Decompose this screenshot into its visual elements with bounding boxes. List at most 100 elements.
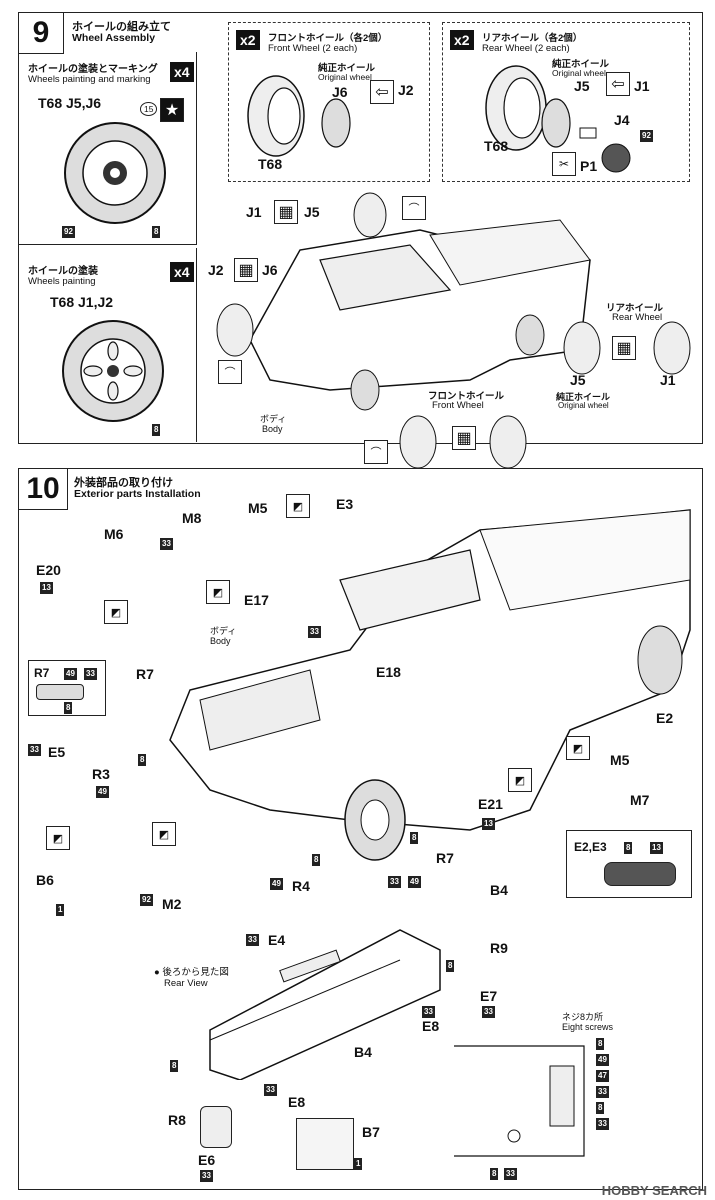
main-front-jp: フロントホイール (428, 391, 505, 402)
main-glue-icon-3: ⌒ (364, 440, 388, 464)
step9-number: 9 (18, 12, 64, 54)
n8-h: 8 (596, 1038, 605, 1050)
n8-f: 8 (446, 960, 455, 972)
n47: 47 (596, 1070, 609, 1082)
lbl-m2: M2 (162, 896, 182, 912)
n8-j: 8 (490, 1168, 499, 1180)
paint-icon-7: ◩ (508, 768, 532, 792)
rear-title-jp: リアホイール（各2個） (482, 33, 583, 44)
box1-title-en: Wheels painting and marking (28, 74, 151, 85)
wheel-painting-box (18, 248, 197, 442)
box2-parts: T68 J1,J2 (50, 294, 114, 310)
main-orig-en: Original wheel (558, 401, 609, 410)
rear-t68: T68 (484, 138, 509, 154)
main-body-en: Body (262, 424, 283, 434)
n33-m: 33 (504, 1168, 517, 1180)
main-check-icon-4: ▦ (452, 426, 476, 450)
lbl-r7b: R7 (136, 666, 154, 682)
step10-title-en: Exterior parts Installation (74, 488, 201, 500)
wheel-painting-illustration (62, 320, 164, 422)
step9-title-jp: ホイールの組み立て (72, 21, 171, 33)
wheel-marking-illustration (64, 122, 166, 224)
front-wheel-illustration (247, 75, 351, 157)
lbl-e6: E6 (198, 1152, 216, 1168)
n49-e: 49 (596, 1054, 609, 1066)
rear-wheel-box (442, 22, 690, 182)
watermark: HOBBY SEARCH (601, 1183, 707, 1198)
n33-a: 33 (160, 538, 173, 550)
n49-a: 49 (64, 668, 77, 680)
n13-a: 13 (40, 582, 53, 594)
lbl-e2e3: E2,E3 (574, 840, 607, 854)
n13-c: 13 (650, 842, 663, 854)
n33-l: 33 (596, 1118, 609, 1130)
box2-title-jp: ホイールの塗装 (28, 266, 98, 277)
lbl-m5: M5 (248, 500, 268, 516)
box1-parts: T68 J5,J6 (38, 95, 102, 111)
paint-icon-1: ◩ (286, 494, 310, 518)
main-check-icon-2: ▦ (234, 258, 258, 282)
n49-d: 49 (408, 876, 421, 888)
rear-view-en: Rear View (164, 978, 208, 989)
lbl-r7c: R7 (436, 850, 454, 866)
rear-qty: x2 (450, 30, 474, 50)
lbl-e4: E4 (268, 932, 286, 948)
lbl-e2: E2 (656, 710, 674, 726)
lbl-m7: M7 (630, 792, 650, 808)
step9-truck-illustration (216, 192, 591, 411)
wheel-marking-box (18, 52, 197, 245)
n49-c: 49 (270, 878, 283, 890)
rear-arrow-icon: ⇦ (606, 72, 630, 96)
screws-en: Eight screws (562, 1022, 614, 1032)
box2-n8: 8 (152, 424, 161, 436)
front-j2: J2 (398, 82, 414, 98)
step10-number: 10 (18, 468, 68, 510)
lbl-r3: R3 (92, 766, 110, 782)
main-glue-icon-2: ⌒ (218, 360, 242, 384)
lbl-m5b: M5 (610, 752, 630, 768)
front-j6: J6 (332, 84, 348, 100)
front-orig-jp: 純正ホイール (318, 63, 376, 74)
lbl-b6: B6 (36, 872, 54, 888)
lbl-e18: E18 (376, 664, 401, 680)
rear-title-en: Rear Wheel (2 each) (482, 43, 570, 54)
rear-j5: J5 (574, 78, 590, 94)
screws-inset-illustration (454, 1045, 585, 1157)
lbl-r4: R4 (292, 878, 310, 894)
screws-jp: ネジ8カ所 (562, 1012, 604, 1022)
star-marking-icon: ★ (160, 98, 184, 122)
lbl-r9: R9 (490, 940, 508, 956)
n8-d: 8 (410, 832, 419, 844)
n33-j: 33 (200, 1170, 213, 1182)
main-rear-jp: リアホイール (606, 303, 664, 314)
main-check-icon-1: ▦ (274, 200, 298, 224)
main-rear-wheels (563, 321, 691, 375)
paint-icon-3: ◩ (206, 580, 230, 604)
main-j5b: J5 (570, 372, 586, 388)
front-wheel-box (228, 22, 430, 182)
rear-view-jp: ● 後ろから見た図 (154, 967, 229, 978)
box1-n15: 15 (140, 102, 158, 116)
lbl-e21: E21 (478, 796, 503, 812)
n1-b: 1 (354, 1158, 363, 1170)
main-j5: J5 (304, 204, 320, 220)
r7-part-shape (36, 684, 84, 700)
rear-wheel-illustration (485, 65, 631, 173)
step10-title-jp: 外装部品の取り付け (74, 477, 173, 489)
n8-c: 8 (312, 854, 321, 866)
box2-qty: x4 (170, 262, 194, 282)
n8-e: 8 (624, 842, 633, 854)
n33-h: 33 (422, 1006, 435, 1018)
box1-n92: 92 (62, 226, 75, 238)
n33-i: 33 (264, 1084, 277, 1096)
step10-truck-illustration (169, 509, 691, 861)
n92-a: 92 (140, 894, 153, 906)
rear-j4: J4 (614, 112, 630, 128)
rear-orig-jp: 純正ホイール (552, 59, 610, 70)
e2e3-part-shape (604, 862, 676, 886)
lbl-e8: E8 (422, 1018, 440, 1034)
box1-n8: 8 (152, 226, 161, 238)
rear-view-illustration (209, 929, 441, 1080)
n33-g: 33 (482, 1006, 495, 1018)
main-front-en: Front Wheel (432, 400, 484, 411)
